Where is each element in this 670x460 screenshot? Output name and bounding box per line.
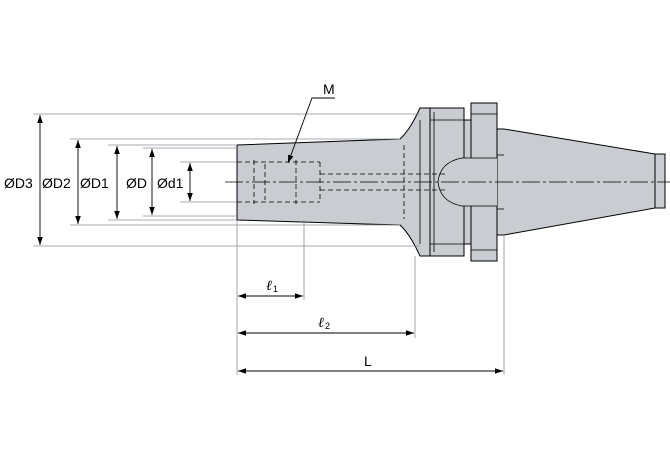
label-d1: ØD1 (80, 175, 109, 191)
label-l1-sub: 1 (273, 284, 278, 294)
extension-lines (33, 113, 505, 375)
label-l: L (364, 353, 372, 369)
thread-callout: M (287, 81, 335, 164)
label-l2-sub: 2 (325, 321, 330, 331)
label-l1: ℓ (266, 279, 272, 294)
label-d1-small: Ød1 (157, 175, 184, 191)
label-l2: ℓ (318, 316, 324, 331)
diameter-labels: ØD3 ØD2 ØD1 ØD Ød1 (4, 174, 187, 191)
label-d2: ØD2 (42, 175, 71, 191)
pull-stud-end (654, 153, 666, 209)
flange-details (419, 112, 504, 252)
m-leader (287, 97, 335, 164)
label-m: M (323, 81, 335, 97)
label-d: ØD (126, 175, 147, 191)
diameter-dimensions (37, 115, 193, 245)
length-labels: ℓ 1 ℓ 2 L (266, 279, 372, 369)
length-dimensions (238, 293, 503, 374)
label-d3: ØD3 (4, 175, 33, 191)
